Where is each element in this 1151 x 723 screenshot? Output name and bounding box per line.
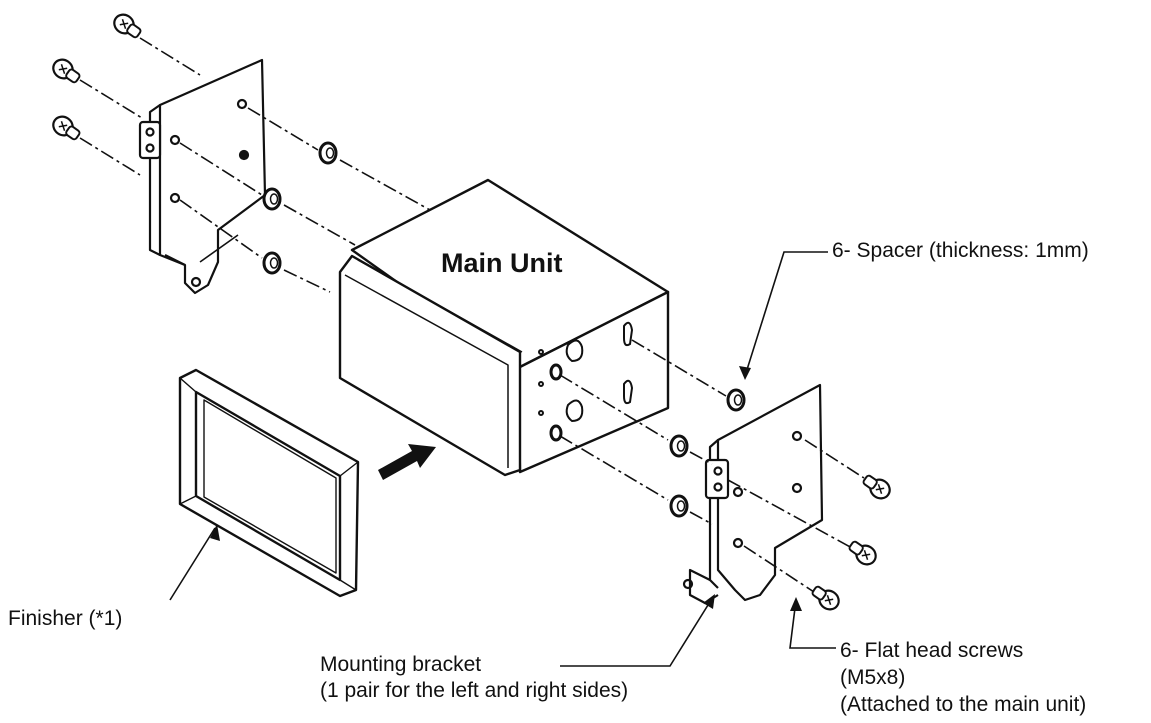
main-unit-side-holes <box>538 321 634 442</box>
insert-arrow <box>378 444 436 480</box>
left-mounting-bracket <box>138 58 267 295</box>
screws-label-line1: 6- Flat head screws <box>840 639 1024 662</box>
left-spacer-1 <box>318 141 338 165</box>
screws-label-line2: (M5x8) <box>840 666 906 689</box>
left-screw-3 <box>48 111 85 145</box>
finisher <box>178 368 360 598</box>
right-spacer-3 <box>669 494 689 518</box>
screws-label-line3: (Attached to the main unit) <box>840 693 1087 716</box>
right-screw-1 <box>858 470 895 504</box>
bracket-label-line2: (1 pair for the left and right sides) <box>320 679 629 702</box>
leader-lines <box>169 251 836 667</box>
right-spacer-2 <box>669 434 689 458</box>
right-alignment-lines <box>559 339 865 593</box>
right-screw-2 <box>844 536 881 570</box>
left-screw-1 <box>109 9 146 43</box>
bracket-label-line1: Mounting bracket <box>320 653 482 676</box>
main-unit-label: Main Unit <box>441 248 563 278</box>
spacer-label: 6- Spacer (thickness: 1mm) <box>832 239 1089 262</box>
main-unit <box>338 178 670 477</box>
finisher-label: Finisher (*1) <box>8 607 123 630</box>
left-spacer-2 <box>262 187 282 211</box>
left-screw-2 <box>48 54 85 88</box>
left-spacer-3 <box>262 251 282 275</box>
leader-arrowheads <box>210 366 802 611</box>
right-spacer-1 <box>726 388 746 412</box>
right-screw-3 <box>807 581 844 615</box>
left-alignment-lines <box>79 37 431 293</box>
